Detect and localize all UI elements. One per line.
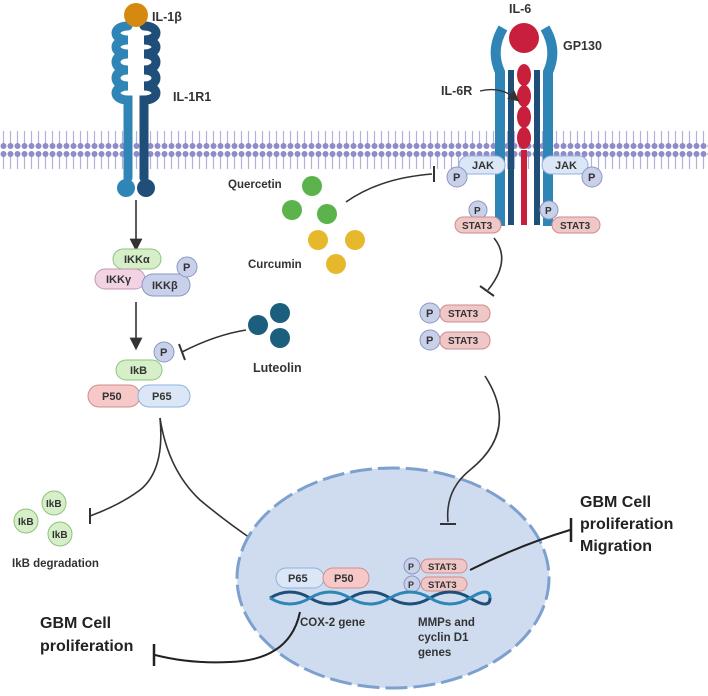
quercetin-label: Quercetin: [228, 179, 282, 191]
il6-label: IL-6: [509, 2, 531, 16]
curcumin-molecule-icon: [308, 230, 365, 274]
proliferation-outcome-path: [154, 611, 301, 664]
svg-text:STAT3: STAT3: [428, 562, 457, 573]
svg-text:IkB: IkB: [46, 499, 62, 510]
stat3-left: P STAT3: [454, 200, 502, 234]
svg-text:P50: P50: [334, 573, 354, 585]
il6-ligand-icon: [509, 23, 539, 53]
cox2-gene-label: COX-2 gene: [300, 617, 365, 629]
svg-text:JAK: JAK: [555, 160, 577, 172]
stat3-dimerization-path: [487, 237, 503, 291]
outcome-left-line2: proliferation: [40, 638, 133, 655]
outcome-left-line1: GBM Cell: [40, 615, 111, 632]
migration-outcome-path: [469, 529, 571, 571]
svg-text:STAT3: STAT3: [428, 580, 457, 591]
il6r-label: IL-6R: [441, 84, 472, 98]
jak-left: JAK P: [446, 155, 506, 188]
svg-text:IKKα: IKKα: [124, 254, 150, 266]
svg-text:STAT3: STAT3: [560, 221, 591, 232]
svg-text:IKKγ: IKKγ: [106, 274, 132, 286]
ikk-complex: IKKα IKKγ IKKβ P: [94, 248, 198, 297]
svg-text:P: P: [474, 206, 481, 217]
nfkb-complex: IkB P P50 P65: [87, 341, 191, 408]
svg-text:P: P: [426, 308, 433, 320]
svg-text:IkB: IkB: [18, 517, 34, 528]
svg-text:IkB: IkB: [52, 530, 68, 541]
svg-text:STAT3: STAT3: [448, 336, 479, 347]
svg-text:P: P: [426, 335, 433, 347]
svg-text:IkB: IkB: [130, 365, 147, 377]
svg-text:P50: P50: [102, 391, 122, 403]
pstat3-translocation-path: [446, 375, 501, 523]
il1r1-label: IL-1R1: [173, 90, 211, 104]
luteolin-molecule-icon: [248, 303, 290, 348]
stat3-bar: [479, 285, 495, 297]
ikb-degradation-label: IkB degradation: [12, 558, 99, 570]
luteolin-inhibition-arrow-icon: [178, 329, 247, 361]
svg-text:P: P: [160, 347, 167, 359]
mmps-label-line2: cyclin D1: [418, 632, 469, 644]
quercetin-molecule-icon: [282, 176, 337, 224]
nucleus-translocation-path: [159, 417, 263, 547]
cell-membrane: [0, 121, 708, 171]
svg-text:STAT3: STAT3: [448, 309, 479, 320]
outcome-right-line2: proliferation: [580, 516, 673, 533]
degradation-inhibition-path: [89, 417, 162, 517]
il6r-pointer: [479, 88, 520, 102]
svg-text:JAK: JAK: [472, 160, 494, 172]
gp130-receptor: [490, 25, 558, 226]
svg-text:STAT3: STAT3: [462, 221, 493, 232]
il1b-ligand-icon: [124, 3, 148, 27]
svg-text:P65: P65: [288, 573, 308, 585]
svg-text:P: P: [408, 580, 414, 590]
svg-text:P: P: [453, 172, 460, 184]
mmps-label-line3: genes: [418, 647, 451, 659]
il1r1-receptor: [111, 21, 161, 197]
mmps-label-line1: MMPs and: [418, 617, 475, 629]
quercetin-curcumin-inhibition-arrow-icon: [345, 166, 435, 203]
outcome-right-line3: Migration: [580, 538, 652, 555]
svg-text:P: P: [545, 206, 552, 217]
luteolin-label: Luteolin: [253, 361, 302, 375]
il1b-label: IL-1β: [152, 10, 182, 24]
outcome-right-line1: GBM Cell: [580, 494, 651, 511]
nucleus: [235, 466, 551, 690]
svg-text:P: P: [588, 172, 595, 184]
nuclear-p65-p50: P65 P50: [275, 567, 370, 589]
svg-text:P: P: [183, 262, 190, 274]
dna-icon: [269, 590, 492, 606]
ikb-degradation-group: IkB IkB IkB: [13, 490, 73, 547]
pstat3-dimer: P STAT3 P STAT3: [419, 302, 491, 351]
jak-right: JAK P: [541, 155, 603, 188]
svg-text:P65: P65: [152, 391, 172, 403]
stat3-right: P STAT3: [539, 200, 601, 234]
curcumin-label: Curcumin: [248, 259, 302, 271]
svg-text:P: P: [408, 562, 414, 572]
gp130-label: GP130: [563, 39, 602, 53]
svg-text:IKKβ: IKKβ: [152, 280, 178, 292]
